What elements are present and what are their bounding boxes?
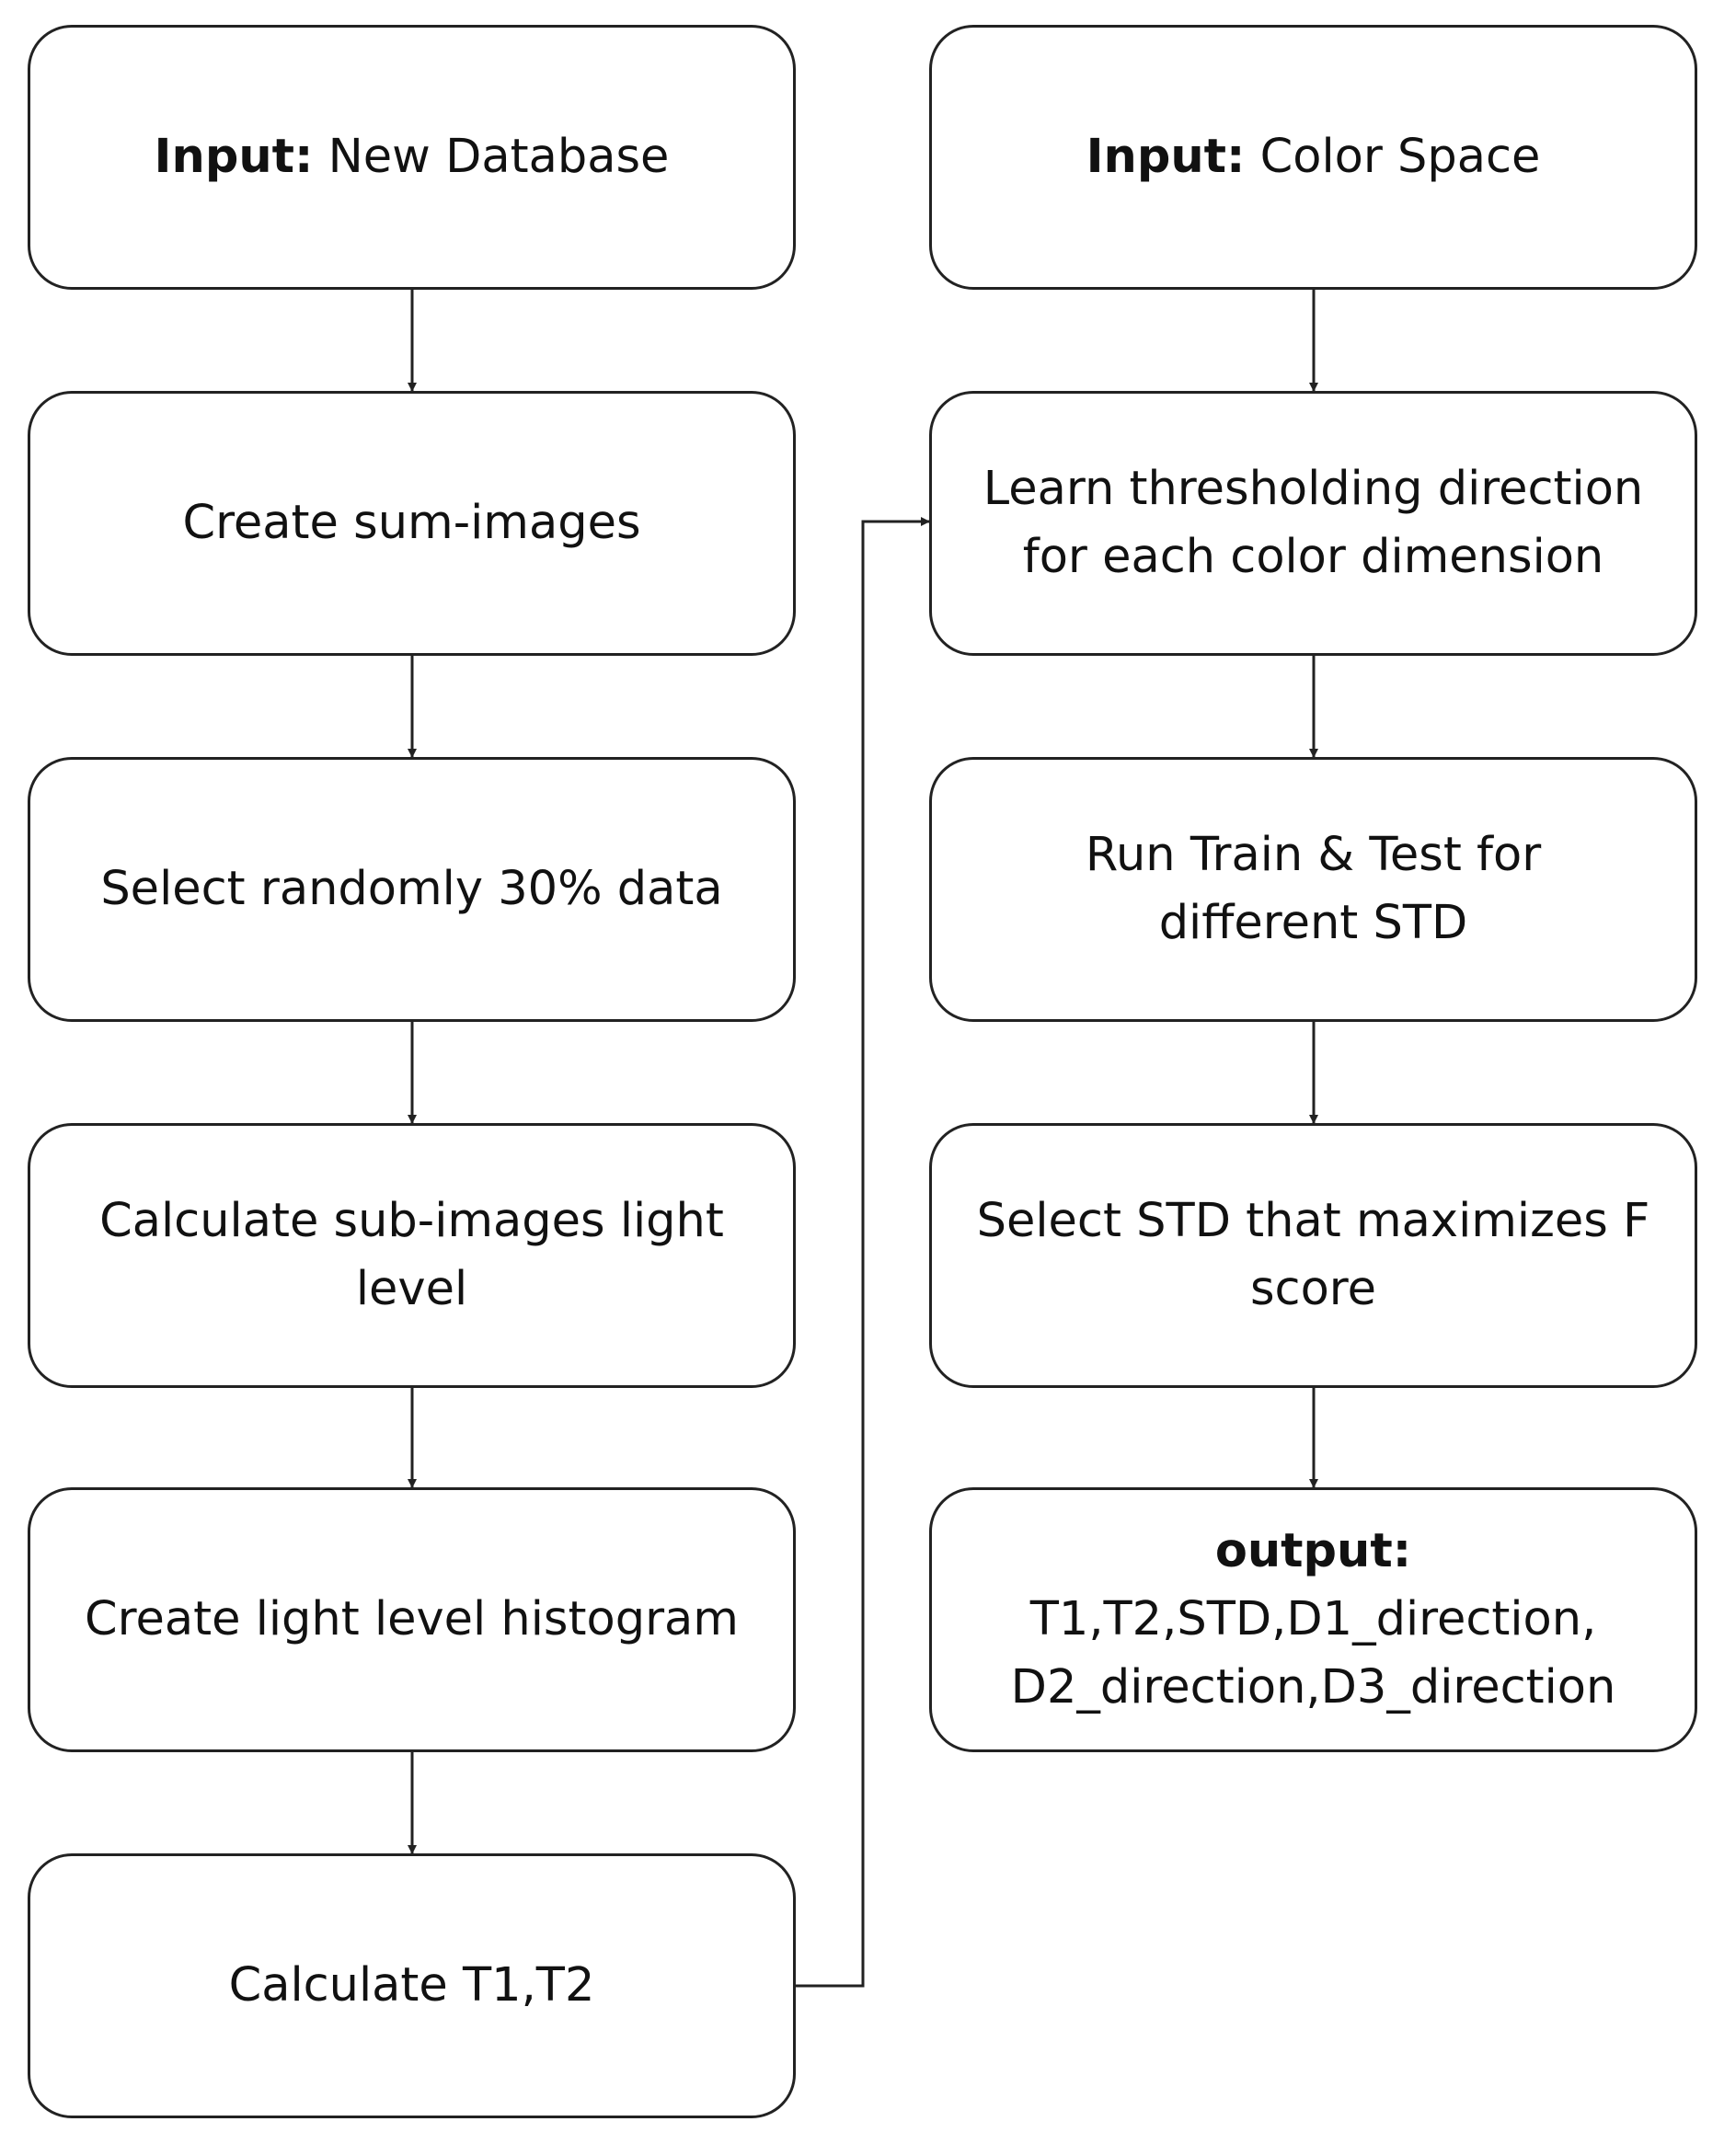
run-train-test-box: Run Train & Test for different STD — [929, 757, 1697, 1022]
input-label: Input: — [1086, 130, 1246, 184]
step-text-line-1: Calculate sub-images light — [99, 1194, 724, 1248]
input-label: Input: — [154, 130, 314, 184]
step-text-line-2: different STD — [1158, 896, 1468, 950]
calculate-t1-t2-box: Calculate T1,T2 — [28, 1853, 796, 2118]
select-std-box: Select STD that maximizes F score — [929, 1123, 1697, 1388]
step-text: Create sum-images — [182, 496, 641, 550]
output-line-1: T1,T2,STD,D1_direction, — [1029, 1592, 1597, 1646]
output-label: output: — [1214, 1524, 1412, 1578]
step-text-line-1: Select STD that maximizes F — [976, 1194, 1650, 1248]
step-text-line-2: score — [1249, 1262, 1377, 1316]
step-text-line-2: level — [355, 1262, 468, 1316]
step-text: Create light level histogram — [85, 1592, 739, 1646]
learn-direction-box: Learn thresholding direction for each co… — [929, 391, 1697, 656]
input-label-line: Input: New Database — [155, 123, 670, 191]
input-label-line: Input: Color Space — [1086, 123, 1541, 191]
create-sum-images-box: Create sum-images — [28, 391, 796, 656]
calculate-light-level-box: Calculate sub-images light level — [28, 1123, 796, 1388]
cross-column-arrow — [796, 517, 930, 1988]
step-text-line-1: Run Train & Test for — [1085, 828, 1542, 882]
output-line-2: D2_direction,D3_direction — [1010, 1660, 1616, 1714]
input-color-space-box: Input: Color Space — [929, 25, 1697, 290]
step-text: Select randomly 30% data — [100, 862, 723, 916]
input-value: New Database — [313, 130, 670, 184]
step-text: Calculate T1,T2 — [228, 1958, 595, 2013]
create-histogram-box: Create light level histogram — [28, 1487, 796, 1752]
output-box: output: T1,T2,STD,D1_direction, D2_direc… — [929, 1487, 1697, 1752]
input-value: Color Space — [1245, 130, 1541, 184]
step-text-line-1: Learn thresholding direction — [983, 462, 1644, 516]
step-text-line-2: for each color dimension — [1022, 530, 1604, 584]
select-randomly-box: Select randomly 30% data — [28, 757, 796, 1022]
input-new-database-box: Input: New Database — [28, 25, 796, 290]
